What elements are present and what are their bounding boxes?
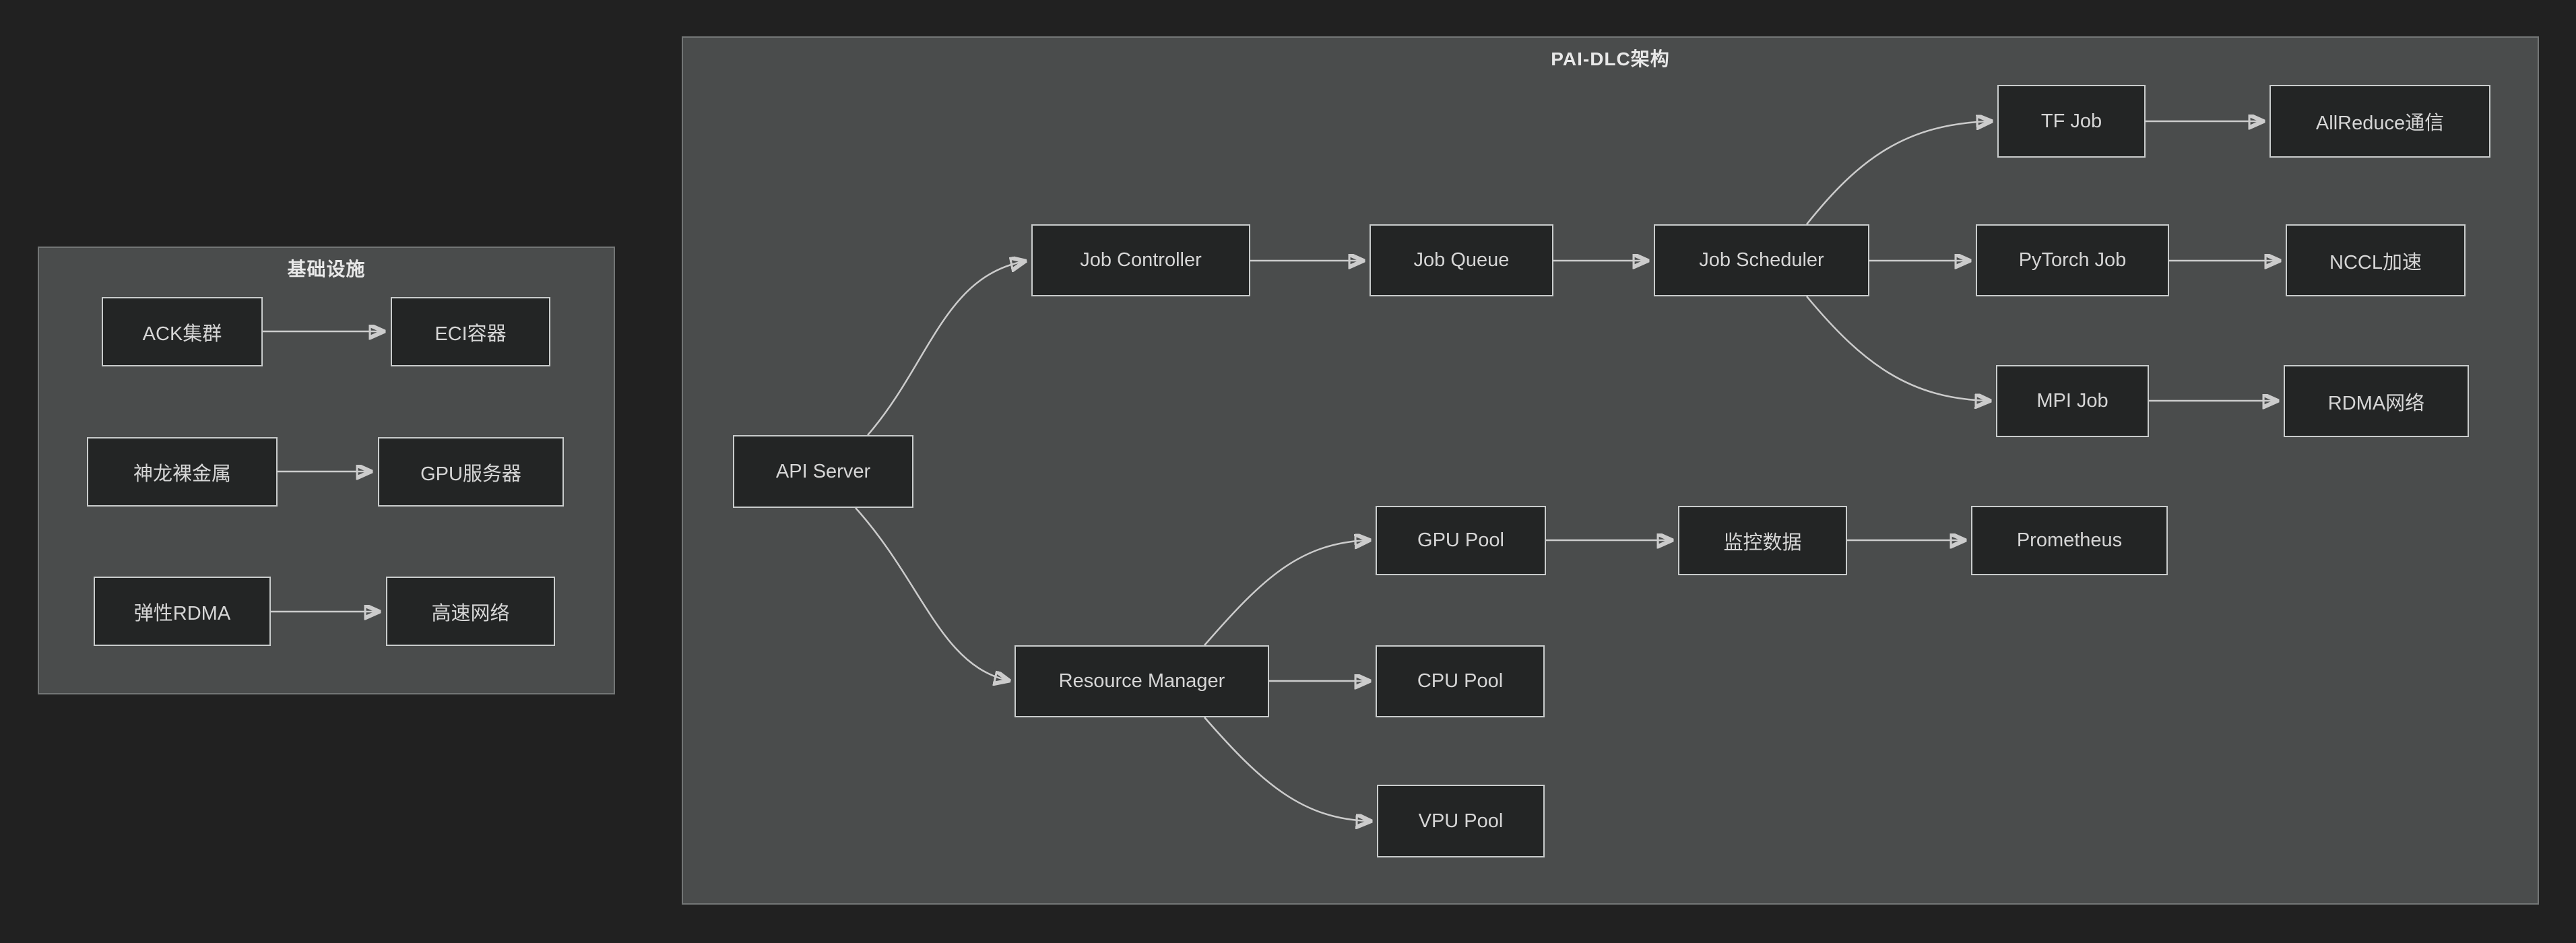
node-eci-label: ECI容器	[434, 323, 507, 345]
node-job-queue-label: Job Queue	[1413, 249, 1510, 271]
node-gpu-server: GPU服务器	[378, 437, 564, 507]
node-nccl-label: NCCL加速	[2329, 251, 2422, 273]
node-tf-job: TF Job	[1997, 85, 2146, 158]
node-job-queue: Job Queue	[1370, 224, 1553, 296]
node-job-controller: Job Controller	[1031, 224, 1250, 296]
node-vpu-pool-label: VPU Pool	[1418, 810, 1504, 832]
node-eci: ECI容器	[391, 297, 550, 366]
cluster-pai-dlc: PAI-DLC架构	[682, 36, 2539, 905]
node-rdma-net-label: RDMA网络	[2327, 392, 2425, 414]
node-api-server: API Server	[733, 435, 913, 508]
node-gpu-server-label: GPU服务器	[420, 463, 521, 485]
node-fast-net: 高速网络	[386, 577, 555, 646]
node-cpu-pool-label: CPU Pool	[1417, 670, 1504, 692]
node-fast-net-label: 高速网络	[431, 602, 510, 624]
node-allreduce: AllReduce通信	[2269, 85, 2490, 158]
node-monitor-data-label: 监控数据	[1723, 531, 1802, 554]
node-erdma-label: 弹性RDMA	[133, 602, 231, 624]
node-ack-label: ACK集群	[142, 323, 222, 345]
node-gpu-pool-label: GPU Pool	[1417, 529, 1504, 551]
node-erdma: 弹性RDMA	[94, 577, 271, 646]
node-ack: ACK集群	[102, 297, 263, 366]
node-pytorch-job: PyTorch Job	[1976, 224, 2169, 296]
node-job-scheduler-label: Job Scheduler	[1699, 249, 1824, 271]
node-tf-job-label: TF Job	[2040, 110, 2102, 132]
cluster-infrastructure-title: 基础设施	[287, 259, 366, 280]
node-mpi-job-label: MPI Job	[2036, 390, 2108, 412]
node-shenlong: 神龙裸金属	[87, 437, 278, 507]
node-gpu-pool: GPU Pool	[1376, 506, 1546, 575]
node-job-controller-label: Job Controller	[1080, 249, 1202, 271]
node-api-server-label: API Server	[775, 460, 871, 482]
node-resource-manager: Resource Manager	[1015, 645, 1269, 717]
node-pytorch-job-label: PyTorch Job	[2018, 249, 2127, 271]
node-nccl: NCCL加速	[2286, 224, 2466, 296]
node-resource-manager-label: Resource Manager	[1058, 670, 1225, 692]
node-allreduce-label: AllReduce通信	[2315, 112, 2445, 134]
node-rdma-net: RDMA网络	[2284, 365, 2469, 437]
cluster-pai-dlc-title: PAI-DLC架构	[1551, 48, 1670, 69]
node-cpu-pool: CPU Pool	[1376, 645, 1545, 717]
node-monitor-data: 监控数据	[1678, 506, 1847, 575]
node-mpi-job: MPI Job	[1996, 365, 2149, 437]
node-prometheus: Prometheus	[1971, 506, 2168, 575]
node-job-scheduler: Job Scheduler	[1654, 224, 1869, 296]
node-shenlong-label: 神龙裸金属	[133, 463, 231, 485]
node-prometheus-label: Prometheus	[2016, 529, 2123, 551]
node-vpu-pool: VPU Pool	[1377, 785, 1545, 857]
